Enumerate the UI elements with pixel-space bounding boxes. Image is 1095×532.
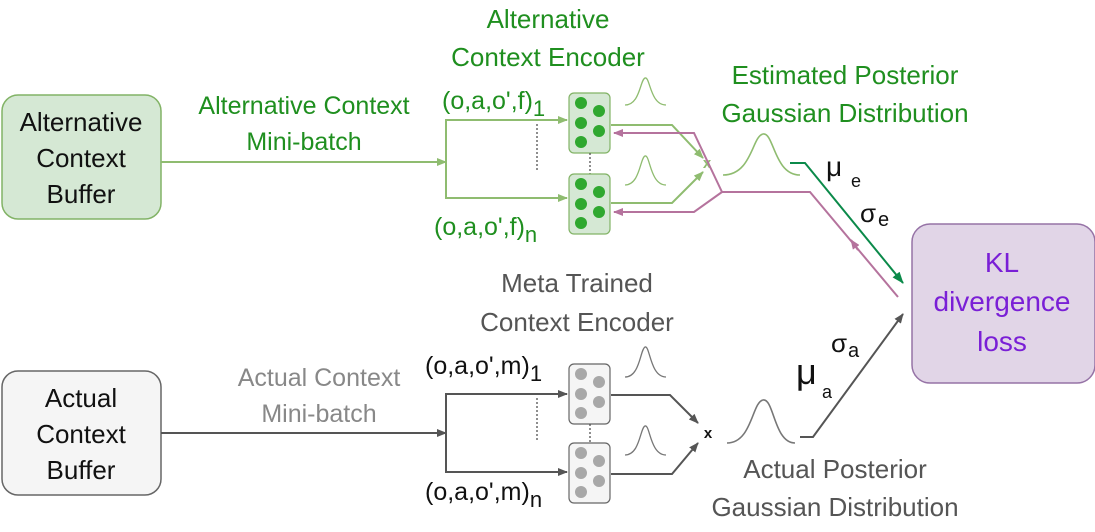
alt-output-n <box>611 171 704 204</box>
actual-posterior-gaussian <box>726 399 796 444</box>
meta-encoder-block-n <box>568 442 611 504</box>
alt-gaussian-1 <box>624 77 667 106</box>
alt-minibatch-line1: Alternative Context <box>198 92 409 120</box>
actual-product-symbol: x <box>704 425 713 442</box>
est-posterior-line1: Estimated Posterior <box>732 60 959 90</box>
sigma-a-symbol: σ <box>831 328 847 358</box>
actual-buffer-line2: Context <box>36 419 126 449</box>
estimated-posterior-gaussian <box>722 133 801 176</box>
actual-gaussian-1 <box>624 346 667 378</box>
kl-line2: divergence <box>934 286 1071 317</box>
mu-a-symbol: μ <box>796 351 817 392</box>
alt-input-last: (o,a,o',f)n <box>434 213 537 247</box>
actual-split-upper <box>445 390 568 433</box>
gradient-back-lower <box>613 191 723 216</box>
gradient-back-upper <box>613 129 899 298</box>
alt-buffer-line1: Alternative <box>20 107 143 137</box>
actual-output-1 <box>611 394 699 424</box>
actual-posterior-line2: Gaussian Distribution <box>711 492 958 522</box>
kl-line1: KL <box>985 247 1019 278</box>
actual-posterior-line1: Actual Posterior <box>743 454 927 484</box>
actual-output-n <box>611 442 699 475</box>
sigma-e-symbol: σ <box>860 198 876 228</box>
alt-buffer-line3: Buffer <box>47 179 116 209</box>
alt-encoder-block-1 <box>568 92 611 154</box>
actual-minibatch-line2: Mini-batch <box>261 400 376 428</box>
mu-e-sub: e <box>851 171 861 191</box>
alt-split-lower <box>445 162 568 202</box>
actual-split-lower <box>445 433 568 476</box>
actual-buffer-line1: Actual <box>45 383 117 413</box>
mu-e-symbol: μ <box>826 151 842 182</box>
actual-gaussian-n <box>624 425 667 456</box>
actual-buffer-line3: Buffer <box>47 455 116 485</box>
alt-output-1 <box>611 124 704 159</box>
meta-encoder-line1: Meta Trained <box>501 268 653 298</box>
alt-encoder-line2: Context Encoder <box>451 42 645 72</box>
actual-input-first: (o,a,o',m)1 <box>425 352 542 386</box>
mu-a-sub: a <box>822 382 833 402</box>
alt-split-upper <box>445 116 568 162</box>
alt-minibatch-line2: Mini-batch <box>246 128 361 156</box>
kl-line3: loss <box>977 326 1027 357</box>
alt-gaussian-n <box>624 155 667 186</box>
alt-encoder-block-n <box>568 173 611 235</box>
actual-context-buffer: Actual Context Buffer <box>1 370 162 496</box>
meta-encoder-line2: Context Encoder <box>480 307 674 337</box>
alternative-context-buffer: Alternative Context Buffer <box>1 94 162 220</box>
actual-minibatch-line1: Actual Context <box>238 364 401 392</box>
sigma-a-sub: a <box>848 340 860 362</box>
kl-divergence-box: KL divergence loss <box>911 223 1095 384</box>
estimated-to-kl-arrow <box>790 162 904 284</box>
alt-input-first: (o,a,o',f)1 <box>442 87 545 121</box>
meta-encoder-block-1 <box>568 363 611 425</box>
alt-buffer-line2: Context <box>36 143 126 173</box>
actual-to-kl-arrow <box>800 313 904 438</box>
alt-product-symbol: x <box>703 155 712 172</box>
est-posterior-line2: Gaussian Distribution <box>721 98 968 128</box>
sigma-e-sub: e <box>878 209 889 231</box>
alt-encoder-line1: Alternative <box>487 4 610 34</box>
gradient-midarrow <box>850 239 860 251</box>
actual-input-last: (o,a,o',m)n <box>425 478 542 512</box>
